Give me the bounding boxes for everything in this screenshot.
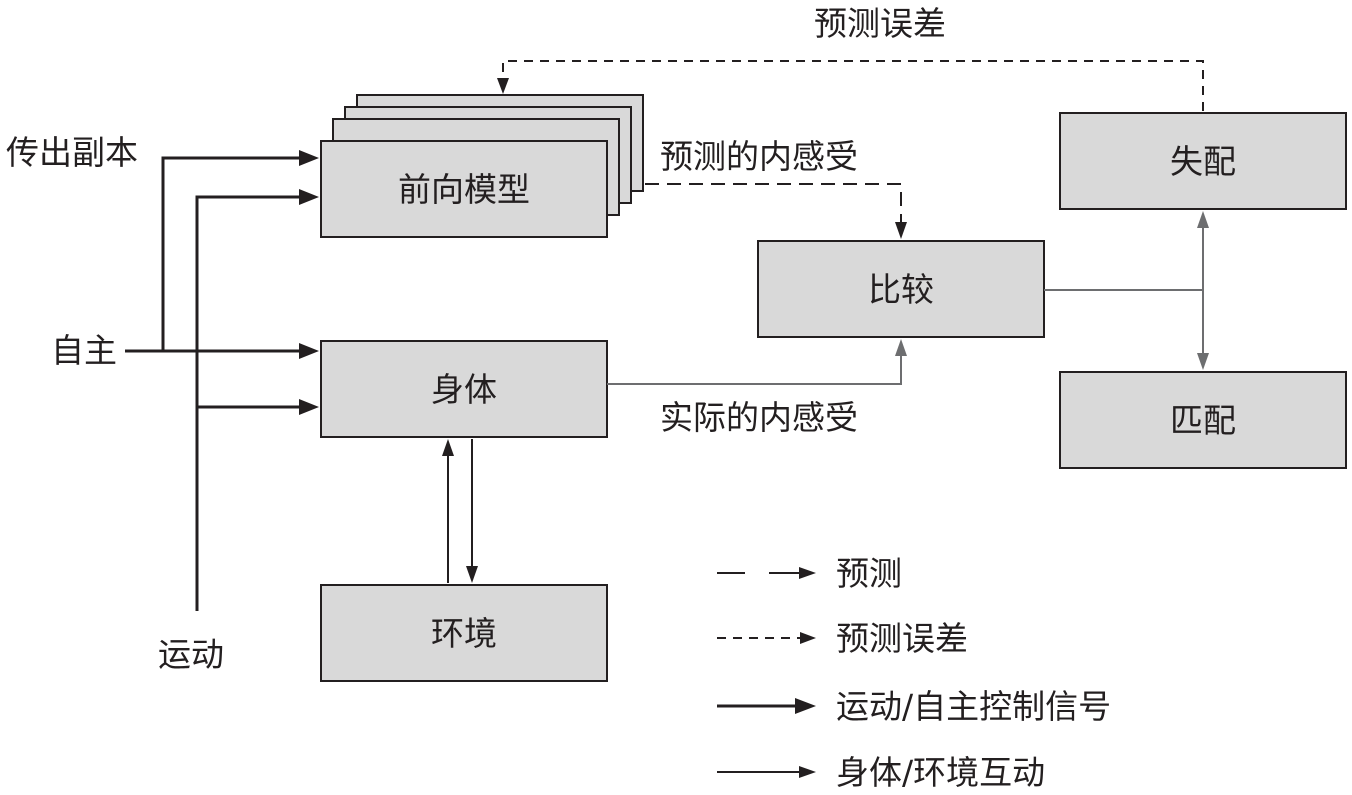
legend-label: 预测 — [836, 554, 902, 593]
legend-item-interaction: 身体/环境互动 — [717, 753, 1045, 792]
legend-item-control-signal: 运动/自主控制信号 — [717, 687, 1111, 726]
predicted-interoception-arrow — [645, 183, 907, 239]
legend-item-prediction-error: 预测误差 — [717, 619, 968, 658]
legend-item-prediction: 预测 — [717, 554, 902, 593]
environment-label: 环境 — [431, 614, 497, 653]
legend: 预测 预测误差 运动/自主控制信号 身体/环境互动 — [717, 554, 1111, 792]
forward-model-stack: 前向模型 — [320, 94, 644, 238]
legend-label: 身体/环境互动 — [836, 753, 1045, 792]
actual-interoception-label: 实际的内感受 — [660, 398, 858, 437]
predicted-interoception-label: 预测的内感受 — [660, 137, 858, 176]
compare-outcome-lines — [1044, 211, 1209, 370]
prediction-error-arrow — [497, 60, 1204, 111]
motor-label: 运动 — [158, 635, 224, 674]
motor-control-lines — [195, 189, 319, 611]
forward-model-label: 前向模型 — [398, 170, 530, 209]
efference-copy-label: 传出副本 — [6, 133, 138, 172]
compare-box — [757, 240, 1045, 338]
match-label: 匹配 — [1170, 401, 1236, 440]
mismatch-label: 失配 — [1170, 142, 1236, 181]
autonomic-label: 自主 — [51, 331, 117, 370]
body-environment-interaction — [442, 439, 478, 583]
legend-label: 预测误差 — [836, 619, 968, 658]
actual-interoception-arrow — [607, 339, 907, 385]
forward-model-box — [320, 140, 608, 238]
body-label: 身体 — [431, 370, 497, 409]
environment-box — [320, 584, 608, 682]
mismatch-box — [1059, 112, 1347, 210]
prediction-error-label: 预测误差 — [814, 4, 946, 43]
autonomic-control-lines — [125, 150, 319, 359]
compare-label: 比较 — [868, 270, 934, 309]
legend-label: 运动/自主控制信号 — [836, 687, 1111, 726]
match-box — [1059, 371, 1347, 469]
body-box — [320, 340, 608, 438]
